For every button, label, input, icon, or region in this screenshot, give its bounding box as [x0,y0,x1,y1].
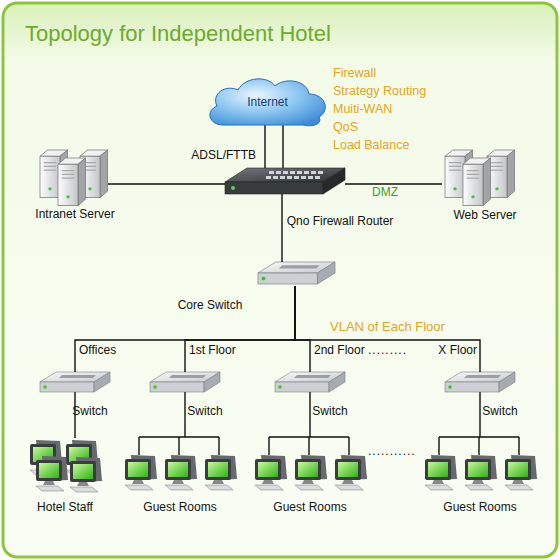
connector-line [281,194,282,262]
edge-label: DMZ [372,185,398,199]
computer-icon [505,455,537,490]
computer-icon [205,455,237,490]
core-switch-node: Core Switch [258,262,335,286]
edge-label: 2nd Floor [314,343,365,357]
node-label: Switch [72,404,107,418]
computer-icon [165,455,197,490]
guest-rooms-icon [255,455,367,490]
switch-node: Switch [445,372,515,392]
computer-icon [70,457,102,492]
connector-line [295,286,310,372]
computer-icon [335,455,367,490]
server-node: Intranet Server [38,148,108,206]
vlan-label: VLAN of Each Floor [330,319,445,334]
node-label: Switch [312,404,347,418]
connector-line [108,183,225,184]
computer-group-node: Hotel Staff [28,438,104,492]
connector-line [269,392,349,455]
computer-icon [295,455,327,490]
connector-line [139,392,219,455]
guest-rooms-icon [125,455,237,490]
computer-icon [465,455,497,490]
computer-group-node: Guest Rooms [425,455,537,495]
switch-node: Switch [150,372,220,392]
connector-line [282,125,283,168]
node-label: Core Switch [178,298,243,312]
edge-label: Offices [79,343,116,357]
connector-line [439,392,519,455]
node-label: Web Server [453,208,516,222]
connector-line [75,286,295,372]
connector-line [295,286,480,372]
cloud-node: Internet [205,75,330,125]
connector-line [264,125,265,168]
feature-label: Muiti-WAN [333,102,392,116]
computer-icon [125,455,157,490]
switch-icon [275,372,345,392]
node-label: Switch [482,404,517,418]
node-label: Intranet Server [35,207,114,221]
edge-label: 1st Floor [189,343,236,357]
node-label: Hotel Staff [37,500,93,514]
switch-icon [150,372,220,392]
diagram-title: Topology for Independent Hotel [25,21,331,47]
ellipsis-label: ........... [368,444,416,458]
feature-label: Strategy Routing [333,84,426,98]
ellipsis-label: ......... [368,343,407,357]
switch-node: Switch [275,372,345,392]
node-label: Guest Rooms [273,500,346,514]
hotel-staff-icon [30,440,102,492]
computer-icon [425,455,457,490]
server-tower [487,150,515,198]
router-node: Qno Firewall Router [225,168,345,194]
core-switch-icon [258,262,335,284]
feature-label: QoS [333,120,358,134]
connector-line [345,183,442,184]
switch-icon [445,372,515,392]
computer-icon [36,456,68,491]
node-label: Internet [205,95,330,109]
feature-label: Load Balance [333,138,409,152]
computer-group-node: Guest Rooms [255,455,367,495]
router-icon [225,168,345,194]
switch-node: Switch [40,372,110,392]
computer-icon [255,455,287,490]
frame [3,3,557,557]
server-tower [463,158,491,206]
intranet-server-icon [40,150,108,206]
web-server-icon [445,150,515,206]
node-label: Guest Rooms [443,500,516,514]
server-tower [58,158,86,206]
node-label: Switch [187,404,222,418]
edge-label: ADSL/FTTB [191,148,256,162]
computer-group-node: Guest Rooms [125,455,237,495]
guest-rooms-icon [425,455,537,490]
node-label: Qno Firewall Router [287,214,394,228]
feature-label: Firewall [333,66,376,80]
server-node: Web Server [442,148,516,206]
node-label: Guest Rooms [143,500,216,514]
edge-label: X Floor [438,343,477,357]
switch-icon [40,372,110,392]
